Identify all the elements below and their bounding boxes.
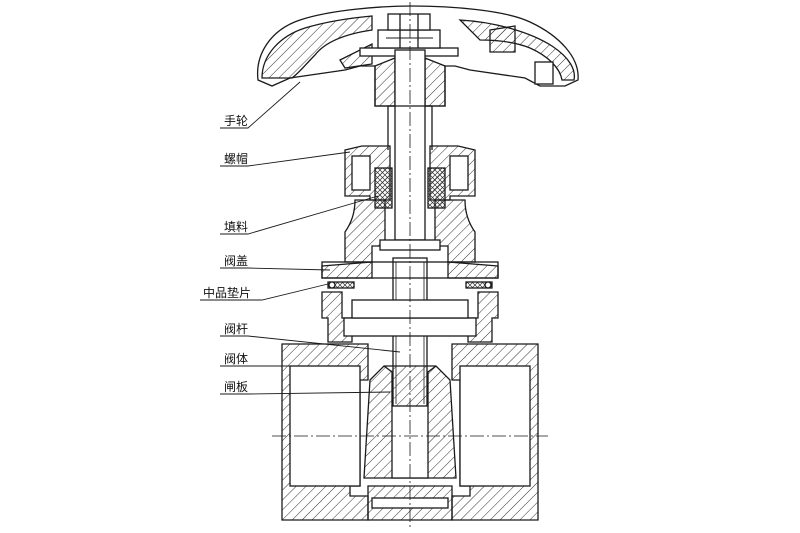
label-nut: 螺帽 [224,152,249,166]
label-packing: 填料 [224,220,249,234]
gasket-part [327,281,493,289]
leader-lines [200,81,401,395]
label-handwheel: 手轮 [224,114,249,128]
label-bonnet: 阀盖 [224,254,249,268]
label-gate: 闸板 [224,380,249,394]
centre-lines [272,2,548,530]
label-body: 阀体 [224,352,249,366]
label-stem: 阀杆 [224,322,249,336]
label-gasket: 中品垫片 [203,286,252,300]
